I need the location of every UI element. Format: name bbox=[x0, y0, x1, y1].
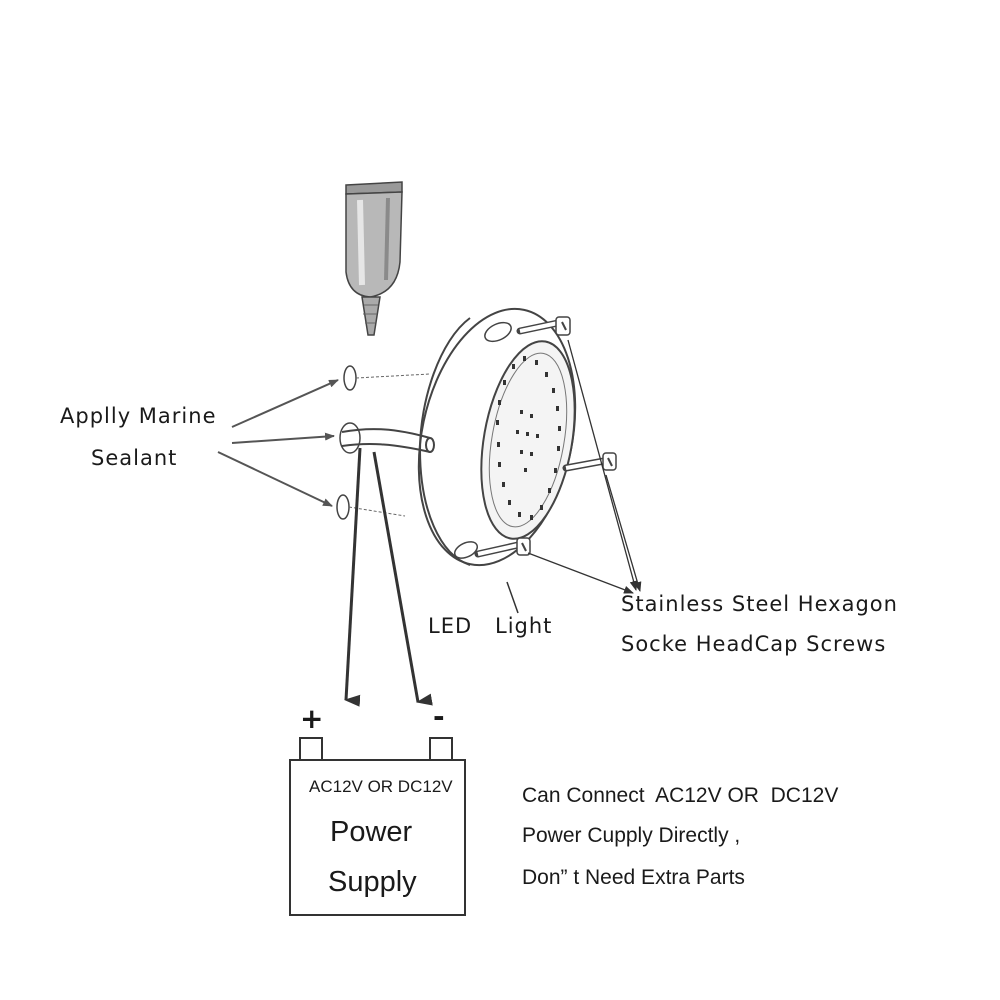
alignment-lines bbox=[348, 373, 431, 517]
note-line3: Don” t Need Extra Parts bbox=[522, 866, 745, 889]
polarity-minus: - bbox=[433, 700, 446, 733]
wire-arrows bbox=[344, 447, 433, 707]
screws-label-line2: Socke HeadCap Screws bbox=[621, 632, 887, 656]
sealant-tube-icon bbox=[345, 181, 403, 336]
sealant-arrows bbox=[217, 379, 339, 507]
power-label-line1: Power bbox=[330, 816, 413, 848]
power-supply-icon bbox=[289, 737, 466, 916]
cable bbox=[341, 428, 435, 453]
note-line1: Can Connect AC12V OR DC12V bbox=[522, 784, 839, 807]
note-line2: Power Cupply Directly , bbox=[522, 824, 741, 847]
sealant-label-line1: Applly Marine bbox=[60, 404, 217, 428]
led-label-line2: Light bbox=[495, 614, 553, 638]
screw-leader-lines bbox=[527, 339, 642, 594]
led-leader-line bbox=[506, 581, 519, 614]
sealant-label-line2: Sealant bbox=[91, 446, 178, 470]
polarity-plus: + bbox=[300, 702, 325, 735]
screws-label-line1: Stainless Steel Hexagon bbox=[621, 592, 898, 616]
led-light-icon bbox=[417, 307, 577, 567]
power-voltage-label: AC12V OR DC12V bbox=[309, 777, 453, 796]
hex-screw-icon bbox=[474, 316, 617, 558]
led-label-line1: LED bbox=[428, 614, 473, 638]
power-label-line2: Supply bbox=[328, 866, 417, 898]
